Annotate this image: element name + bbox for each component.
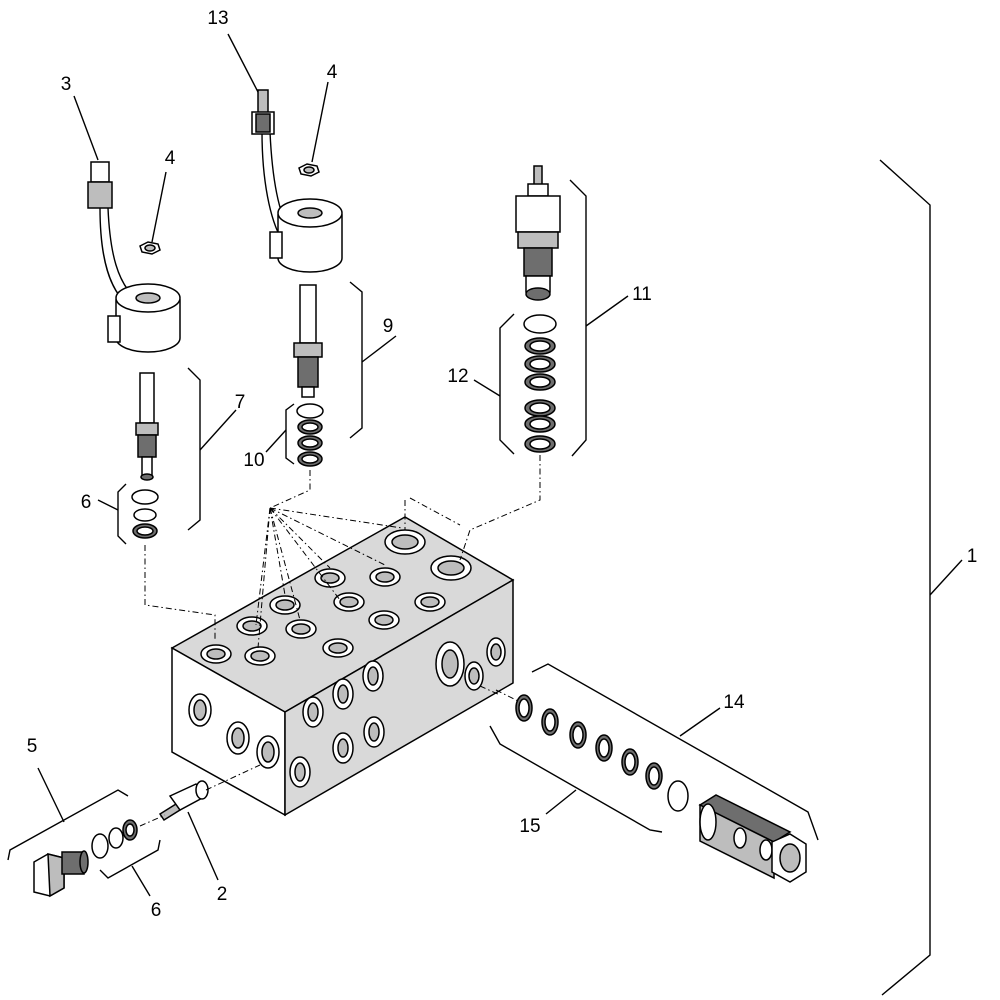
plug-5 (33, 850, 89, 898)
o-ring-kit-6-upper (131, 489, 159, 539)
callout-4-left: 4 (165, 148, 176, 169)
callout-14: 14 (723, 692, 745, 713)
callout-12: 12 (447, 366, 468, 387)
callout-15: 15 (519, 816, 540, 837)
cartridge-valve-7 (135, 372, 159, 481)
valve-manifold-block (170, 516, 515, 817)
callout-9: 9 (383, 316, 394, 337)
seal-kit-12 (523, 314, 557, 453)
leaders-and-brackets (7, 33, 963, 996)
callout-6-lower: 6 (151, 900, 162, 921)
cartridge-valve-9 (293, 284, 323, 398)
callout-11: 11 (632, 284, 652, 305)
solenoid-coil-left (87, 161, 181, 353)
callout-13: 13 (207, 8, 228, 29)
seal-kit-15 (515, 694, 689, 812)
fitting-2 (158, 780, 209, 822)
callout-3: 3 (61, 74, 72, 95)
assembly-centerlines (139, 455, 541, 827)
callout-5: 5 (27, 736, 38, 757)
callout-7: 7 (235, 392, 246, 413)
relief-valve-11 (515, 165, 561, 301)
callout-1: 1 (967, 546, 978, 567)
nut-right (298, 163, 320, 177)
callout-10: 10 (243, 450, 264, 471)
o-ring-kit-6-lower (91, 819, 138, 859)
solenoid-coil-right (251, 89, 343, 273)
o-ring-kit-10 (296, 403, 324, 467)
side-ports (188, 637, 506, 788)
callout-4-right: 4 (327, 62, 338, 83)
callout-labels: 1 2 3 4 4 5 6 6 7 9 10 11 12 13 14 15 (27, 8, 978, 921)
callout-6-upper: 6 (81, 492, 92, 513)
cartridge-valve-14 (698, 794, 807, 883)
nut-left (139, 241, 161, 255)
callout-2: 2 (217, 884, 228, 905)
